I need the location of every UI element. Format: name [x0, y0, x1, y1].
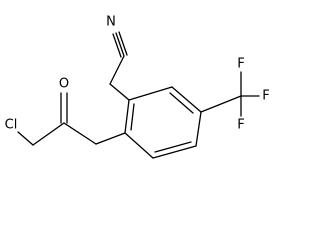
chlorine-label: Cl — [5, 118, 18, 133]
c-cl-bond — [17, 131, 34, 146]
nitrile-triple-bond — [112, 31, 128, 58]
carbonyl-oxygen-label: O — [59, 77, 69, 92]
carbonyl-double-bond — [60, 92, 68, 124]
benzene-ring — [124, 86, 202, 159]
ring-to-cyanomethyl-bond — [109, 83, 130, 101]
chemical-structure: N O Cl F F F — [5, 15, 270, 159]
ring-to-ch2-bond — [95, 132, 126, 145]
fluorine-top-label: F — [237, 57, 244, 72]
ch2-to-carbonyl-bond — [63, 122, 97, 145]
nitrile-nitrogen-label: N — [106, 15, 116, 30]
cyanomethyl-bond — [109, 55, 125, 85]
fluorine-bottom-label: F — [237, 118, 244, 133]
carbonyl-to-ch2cl-bond — [32, 122, 65, 146]
fluorine-right-label: F — [262, 89, 269, 104]
ring-to-cf3-bond — [200, 95, 242, 113]
